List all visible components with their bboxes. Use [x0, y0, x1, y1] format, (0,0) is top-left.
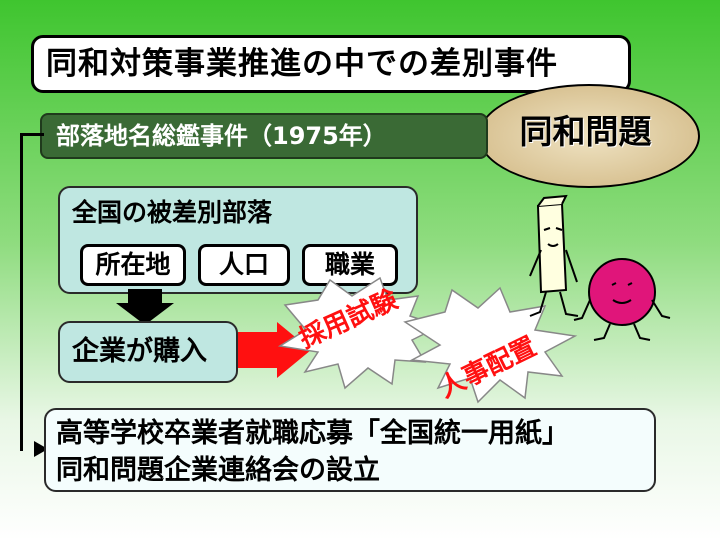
right-arrow-icon	[238, 332, 278, 368]
page-title: 同和対策事業推進の中での差別事件	[31, 35, 631, 93]
stick-figure-icon	[529, 194, 579, 317]
topic-oval-label: 同和問題	[519, 112, 652, 151]
bottom-line-2: 同和問題企業連絡会の設立	[56, 455, 380, 486]
bottom-box: 高等学校卒業者就職応募「全国統一用紙」 同和問題企業連絡会の設立	[44, 408, 656, 492]
incident-bar: 部落地名総鑑事件（1975年）	[40, 113, 488, 159]
chip-occupation: 職業	[302, 244, 398, 286]
down-arrow-head-icon	[116, 303, 174, 325]
bottom-line-1: 高等学校卒業者就職応募「全国統一用紙」	[56, 418, 569, 449]
chip-population: 人口	[198, 244, 290, 286]
purchase-box: 企業が購入	[58, 321, 238, 383]
village-label: 全国の被差別部落	[72, 198, 273, 227]
chip-location: 所在地	[80, 244, 186, 286]
burst-shape-2	[403, 286, 578, 404]
ball-figure-icon	[573, 258, 671, 341]
down-arrow-icon	[128, 289, 162, 303]
bracket-arrow-icon	[20, 133, 44, 451]
topic-oval	[478, 84, 700, 188]
